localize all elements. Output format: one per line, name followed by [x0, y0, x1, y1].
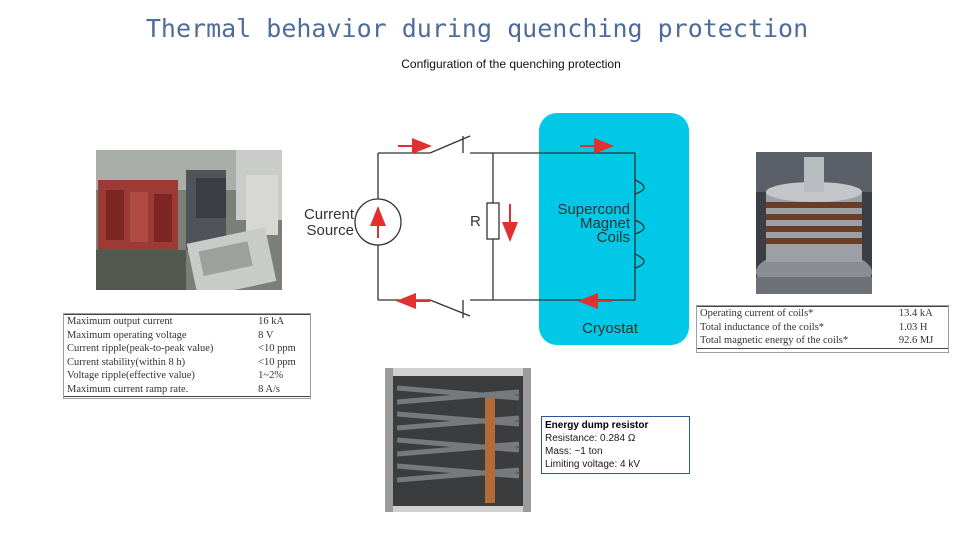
spec-value: <10 ppm: [258, 356, 296, 368]
spec-value: 1~2%: [258, 370, 284, 381]
coil-spec-row: Total inductance of the coils* 1.03 H: [697, 321, 948, 335]
coil-spec-row: Operating current of coils*13.4 kA: [697, 306, 948, 321]
dump-resistor-title: Energy dump resistor: [545, 420, 649, 431]
spec-label: Total inductance of the coils*: [700, 321, 825, 333]
source-label-line1: Current: [304, 206, 355, 223]
spec-value: 92.6 MJ: [895, 334, 948, 349]
dump-resistor-resistance: Resistance: 0.284 Ω: [545, 433, 636, 444]
power-supply-spec-row: Voltage ripple(effective value) 1~2%: [64, 369, 310, 383]
power-supply-spec-row: Maximum operating voltage 8 V: [64, 329, 310, 343]
spec-label: Maximum current ramp rate.: [64, 382, 256, 397]
dump-resistor-photo: [385, 368, 531, 512]
spec-label: Maximum output current: [64, 314, 256, 329]
coils-label-line2: Magnet: [580, 215, 631, 232]
coils-label-line1: Supercond: [557, 201, 630, 218]
spec-value: 8 A/s: [255, 382, 310, 397]
power-supply-photo: [96, 150, 282, 290]
spec-label: Current stability(within 8 h): [67, 356, 186, 368]
resistor-symbol: [486, 202, 500, 240]
spec-value: <10 ppm: [258, 343, 296, 354]
source-label-line2: Source: [306, 222, 354, 239]
spec-value: 8 V: [258, 329, 274, 341]
power-supply-spec-row: Current ripple(peak-to-peak value) <10 pp…: [64, 342, 310, 356]
circuit-diagram: Current Source R Supercond Magnet Coils …: [304, 113, 689, 345]
spec-value: 16 kA: [255, 314, 310, 329]
spec-label: Voltage ripple(effective value): [67, 370, 195, 381]
spec-value: 1.03 H: [898, 321, 928, 333]
coil-spec-row: Total magnetic energy of the coils*92.6 …: [697, 334, 948, 349]
spec-label: Current ripple(peak-to-peak value): [67, 343, 214, 354]
power-supply-spec-row: Maximum current ramp rate.8 A/s: [64, 382, 310, 397]
spec-label: Maximum operating voltage: [67, 329, 187, 341]
magnet-coils-photo: [756, 152, 872, 294]
dump-resistor-voltage: Limiting voltage: 4 kV: [545, 459, 641, 470]
power-supply-spec-row: Current stability(within 8 h) <10 ppm: [64, 356, 310, 370]
diagram-subtitle: Configuration of the quenching protectio…: [401, 57, 621, 71]
cryostat-box: [539, 113, 689, 345]
spec-label: Operating current of coils*: [697, 306, 896, 321]
page-title: Thermal behavior during quenching protec…: [145, 14, 809, 43]
dump-resistor-caption: Energy dump resistor Resistance: 0.284 Ω…: [541, 416, 690, 474]
coils-label-line3: Coils: [597, 229, 630, 246]
spec-value: 13.4 kA: [895, 306, 948, 321]
coil-symbol: [634, 179, 645, 269]
cryostat-label: Cryostat: [582, 320, 639, 337]
resistor-label: R: [470, 213, 481, 230]
dump-resistor-mass: Mass: ~1 ton: [545, 446, 603, 457]
spec-label: Total magnetic energy of the coils*: [697, 334, 896, 349]
